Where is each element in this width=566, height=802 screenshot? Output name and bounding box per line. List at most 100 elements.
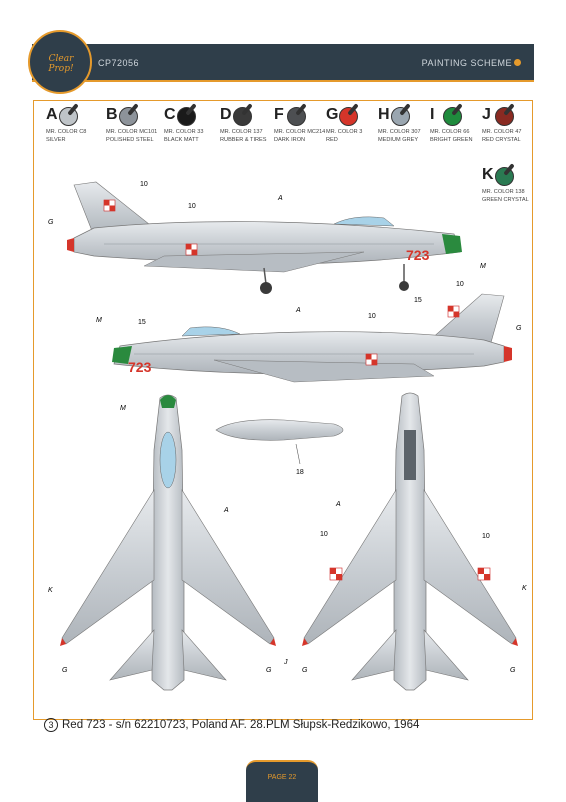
footer-tab: PAGE 22 [246,760,318,802]
tail-tip-red [504,346,512,362]
canopy [159,431,177,489]
callout-a: A [277,195,283,202]
serial-number: 723 [406,247,430,263]
chip-letter: H [378,106,390,123]
tail-tip-red [67,238,74,252]
scheme-number: 3 [44,718,58,732]
callout-g: G [516,325,522,332]
main-wheel [260,282,272,294]
callout-10: 10 [368,313,376,320]
top-view: M A K G G J [48,394,288,691]
nose-wheel [399,281,409,291]
callout-g: G [62,667,68,674]
logo-text: Clear Prop! [48,54,74,74]
brand-logo: Clear Prop! [28,30,92,94]
nose-cone-green [160,395,176,408]
callout-a: A [295,307,301,314]
callout-k: K [522,585,527,592]
kit-code: CP72056 [98,58,140,68]
canopy [333,216,395,227]
nose-cone-green [442,234,462,254]
callout-a: A [335,501,341,508]
right-stabilizer [181,629,227,681]
chip-letter: D [220,106,232,123]
callout-10: 10 [482,533,490,540]
callout-j: J [283,659,288,666]
right-side-view: 723 10 10 A M 15 G [96,281,522,383]
nose-cone-green [112,346,132,364]
left-wing [303,488,397,645]
header-bar [32,44,534,82]
aircraft-diagram: 723 10 10 A G M 15 723 10 10 A M 15 G [48,181,527,691]
fuselage [393,392,427,691]
bullet-icon [514,59,521,66]
callout-g: G [302,667,308,674]
scheme-frame [33,100,533,720]
tank-body [215,419,344,441]
callout-15: 15 [138,319,146,326]
callout-m: M [120,405,126,412]
wing [213,359,435,383]
callout-10: 10 [188,203,196,210]
callout-g: G [266,667,272,674]
chip-letter: G [326,106,339,123]
callout-15: 15 [414,297,422,304]
callout-18: 18 [296,469,304,476]
chip-letter: I [430,106,435,123]
canopy [181,326,241,337]
callout-10: 10 [140,181,148,188]
wingtip-red [302,638,308,646]
left-stabilizer [351,629,397,681]
callout-m: M [480,263,486,270]
wingtip-red [512,638,518,646]
chip-letter: C [164,106,176,123]
bottom-view: A 10 10 K G G [302,392,527,691]
scheme-caption: 3 Red 723 - s/n 62210723, Poland AF. 28.P… [44,718,419,732]
right-stabilizer [423,629,469,681]
chip-letter: F [274,106,284,123]
callout-a: A [223,507,229,514]
left-stabilizer [109,629,155,681]
chip-letter: K [482,166,494,183]
chip-letter: A [46,106,58,123]
page-number: PAGE 22 [267,774,297,781]
fuselage [151,394,185,691]
callout-g: G [510,667,516,674]
main-gear [263,267,267,285]
callout-10: 10 [456,281,464,288]
callout-k: K [48,587,53,594]
wingtip-red [60,638,66,646]
wingtip-red [270,638,276,646]
chip-letter: J [482,106,491,123]
caption-text: Red 723 - s/n 62210723, Poland AF. 28.PL… [62,719,420,731]
callout-10: 10 [320,531,328,538]
chip-letter: B [106,106,118,123]
callout-g: G [48,219,54,226]
leader-line [295,443,301,465]
left-side-view: 723 10 10 A G M 15 [48,181,486,304]
page-title: PAINTING SCHEME [421,58,512,68]
nose-gear-bay [404,430,416,480]
left-wing [61,488,155,645]
serial-number: 723 [128,359,152,375]
wing [143,251,365,273]
